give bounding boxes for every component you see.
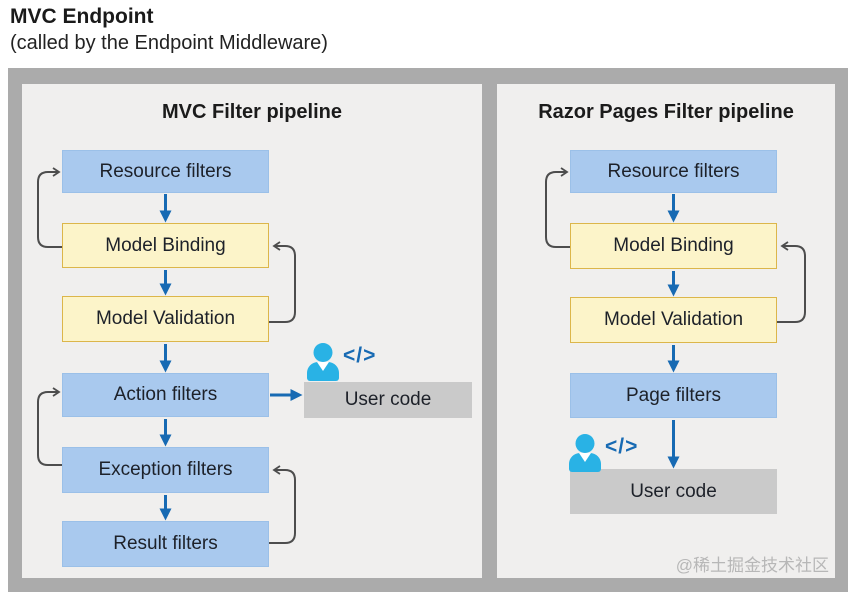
developer-person-icon: [307, 343, 339, 381]
box-model-binding: Model Binding: [570, 223, 777, 269]
page-title: MVC Endpoint: [10, 5, 154, 28]
mvc-panel-title: MVC Filter pipeline: [161, 101, 343, 123]
box-model-validation: Model Validation: [570, 297, 777, 343]
person-head: [575, 434, 595, 453]
watermark-text: @稀土掘金技术社区: [675, 556, 829, 575]
loop-arrow-binding-to-resource: [37, 167, 62, 248]
box-user-code: User code: [304, 382, 472, 418]
code-icon: </>: [605, 435, 639, 458]
box-exception-filters: Exception filters: [62, 447, 269, 493]
loop-arrow-exception-to-action: [37, 387, 62, 466]
person-head: [313, 343, 333, 362]
mvc-filter-pipeline-panel: MVC Filter pipeline: [22, 84, 482, 578]
person-collar: [579, 453, 591, 462]
endpoint-container: MVC Filter pipeline: [8, 68, 848, 592]
loop-arrow-validation-to-binding: [269, 241, 296, 323]
box-user-code: User code: [570, 469, 777, 514]
box-model-binding: Model Binding: [62, 223, 269, 268]
box-resource-filters: Resource filters: [62, 150, 269, 193]
person-collar: [317, 362, 329, 371]
page-subtitle: (called by the Endpoint Middleware): [10, 32, 328, 54]
box-page-filters: Page filters: [570, 373, 777, 418]
loop-arrow-result-to-exception: [269, 465, 296, 544]
loop-arrow-binding-to-resource: [545, 167, 570, 248]
box-model-validation: Model Validation: [62, 296, 269, 342]
loop-arrow-validation-to-binding: [777, 241, 806, 323]
razor-panel-title: Razor Pages Filter pipeline: [538, 101, 794, 123]
razor-pages-filter-pipeline-panel: Razor Pages Filter pipeline: [497, 84, 835, 578]
box-action-filters: Action filters: [62, 373, 269, 417]
code-icon: </>: [343, 344, 377, 367]
box-resource-filters: Resource filters: [570, 150, 777, 193]
box-result-filters: Result filters: [62, 521, 269, 567]
person-body: [307, 362, 339, 381]
diagram-header: MVC Endpoint (called by the Endpoint Mid…: [10, 3, 328, 56]
developer-person-icon: [569, 434, 601, 472]
person-body: [569, 453, 601, 472]
